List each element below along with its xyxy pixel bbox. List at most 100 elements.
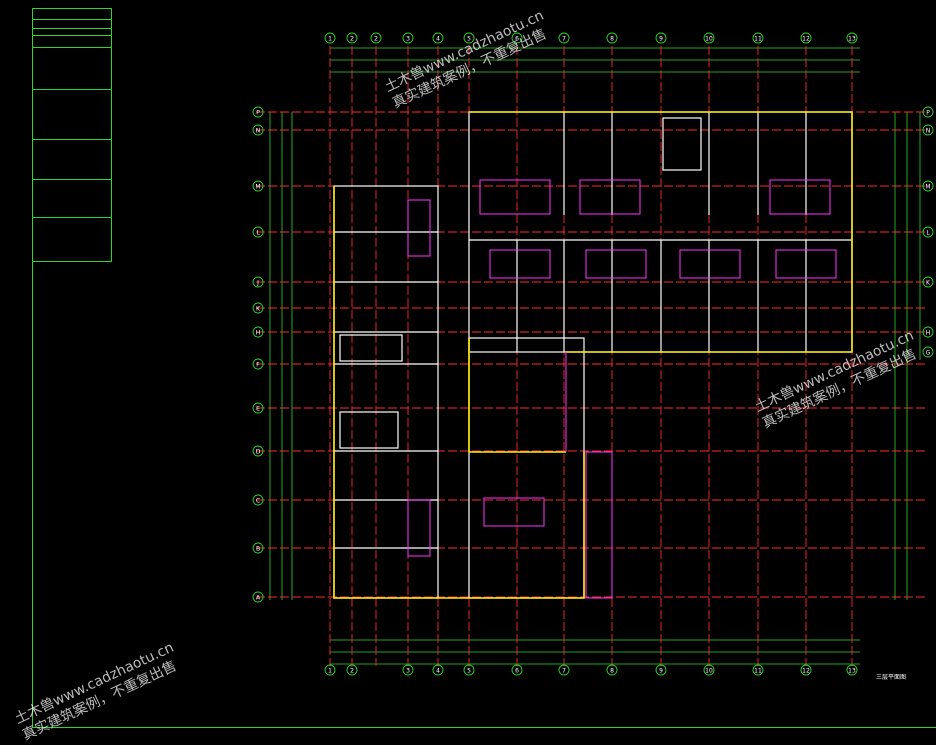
svg-text:G: G xyxy=(926,350,931,357)
axis-bubble-bottom: 3 xyxy=(402,664,414,676)
svg-text:C: C xyxy=(256,498,260,505)
dimension-lines xyxy=(269,47,921,665)
svg-text:K: K xyxy=(926,280,931,287)
axis-bubble-bottom: 10 xyxy=(703,664,715,676)
axis-bubble-bottom: 4 xyxy=(432,664,444,676)
svg-text:13: 13 xyxy=(848,36,856,43)
axis-bubble-right: N xyxy=(922,124,934,136)
axis-bubble-left: D xyxy=(252,445,264,457)
sheet-border-bottom xyxy=(32,727,936,728)
svg-text:2: 2 xyxy=(374,36,378,43)
svg-text:7: 7 xyxy=(562,668,566,675)
axis-bubble-bottom: 5 xyxy=(463,664,475,676)
drawing-title: 三层平面图 xyxy=(876,674,907,681)
axis-bubble-bottom: 6 xyxy=(511,664,523,676)
axis-bubble-bottom: 9 xyxy=(655,664,667,676)
svg-text:11: 11 xyxy=(754,668,762,675)
svg-text:L: L xyxy=(926,230,930,237)
axis-bubble-right: K xyxy=(922,276,934,288)
svg-text:N: N xyxy=(256,128,261,135)
svg-text:12: 12 xyxy=(802,36,810,43)
svg-text:7: 7 xyxy=(562,36,566,43)
svg-text:12: 12 xyxy=(802,668,810,675)
svg-text:M: M xyxy=(255,184,260,191)
axis-bubble-top: 13 xyxy=(846,32,858,44)
axis-bubble-left: M xyxy=(252,180,264,192)
partitions xyxy=(407,179,837,599)
axis-bubble-left: F xyxy=(252,358,264,370)
svg-text:L: L xyxy=(256,230,260,237)
axis-bubble-top: 3 xyxy=(402,32,414,44)
floor-boundary xyxy=(333,111,853,599)
axis-bubble-top: 4 xyxy=(432,32,444,44)
axis-bubble-left: C xyxy=(252,494,264,506)
svg-text:N: N xyxy=(926,128,931,135)
axis-bubble-top: 12 xyxy=(800,32,812,44)
axis-bubble-left: K xyxy=(252,302,264,314)
axis-bubble-bottom: 12 xyxy=(800,664,812,676)
svg-text:4: 4 xyxy=(436,668,440,675)
axis-bubble-left: N xyxy=(252,124,264,136)
svg-text:10: 10 xyxy=(705,668,713,675)
axis-bubble-top: 5 xyxy=(463,32,475,44)
axis-bubble-right: L xyxy=(922,226,934,238)
axis-bubble-top: 6 xyxy=(511,32,523,44)
axis-grid xyxy=(256,46,925,666)
svg-text:6: 6 xyxy=(515,668,519,675)
axis-bubble-top: 2 xyxy=(346,32,358,44)
svg-text:H: H xyxy=(926,330,931,337)
axis-bubble-top: 1 xyxy=(324,32,336,44)
svg-text:6: 6 xyxy=(515,36,519,43)
svg-text:2: 2 xyxy=(350,668,354,675)
svg-text:F: F xyxy=(256,362,260,369)
axis-bubble-top: 8 xyxy=(606,32,618,44)
axis-bubble-bottom: 7 xyxy=(558,664,570,676)
axis-bubble-left: E xyxy=(252,402,264,414)
axis-bubble-left: L xyxy=(252,226,264,238)
axis-bubble-top: 7 xyxy=(558,32,570,44)
axis-bubble-top: 11 xyxy=(752,32,764,44)
svg-text:P: P xyxy=(256,110,260,117)
svg-text:8: 8 xyxy=(610,36,614,43)
sheet-border-left xyxy=(32,262,33,728)
svg-text:3: 3 xyxy=(406,36,410,43)
axis-bubble-left: B xyxy=(252,542,264,554)
svg-text:10: 10 xyxy=(705,36,713,43)
axis-bubble-left: J xyxy=(252,276,264,288)
svg-text:3: 3 xyxy=(406,668,410,675)
svg-text:1: 1 xyxy=(328,36,332,43)
svg-text:P: P xyxy=(926,110,930,117)
axis-bubble-right: H xyxy=(922,326,934,338)
axis-bubble-bottom: 8 xyxy=(606,664,618,676)
svg-text:K: K xyxy=(256,306,261,313)
svg-text:M: M xyxy=(925,184,930,191)
axis-bubble-bottom: 2 xyxy=(346,664,358,676)
svg-text:2: 2 xyxy=(350,36,354,43)
axis-bubble-left: A xyxy=(252,591,264,603)
svg-text:11: 11 xyxy=(754,36,762,43)
svg-text:8: 8 xyxy=(610,668,614,675)
svg-text:9: 9 xyxy=(659,668,663,675)
svg-text:D: D xyxy=(256,449,261,456)
svg-text:1: 1 xyxy=(328,668,332,675)
svg-text:9: 9 xyxy=(659,36,663,43)
svg-text:B: B xyxy=(256,546,260,553)
walls xyxy=(333,111,853,599)
axis-bubble-right: M xyxy=(922,180,934,192)
axis-bubble-bottom: 1 xyxy=(324,664,336,676)
svg-text:A: A xyxy=(256,595,261,602)
title-block xyxy=(32,8,112,262)
axis-bubble-right: P xyxy=(922,106,934,118)
axis-bubble-right: G xyxy=(922,346,934,358)
svg-text:5: 5 xyxy=(467,36,471,43)
axis-bubble-top: 10 xyxy=(703,32,715,44)
axis-bubble-bottom: 11 xyxy=(752,664,764,676)
svg-text:J: J xyxy=(256,280,259,287)
svg-text:E: E xyxy=(256,406,260,413)
axis-bubble-left: P xyxy=(252,106,264,118)
svg-text:5: 5 xyxy=(467,668,471,675)
axis-bubble-top: 9 xyxy=(655,32,667,44)
svg-text:H: H xyxy=(256,330,261,337)
axis-bubble-left: H xyxy=(252,326,264,338)
